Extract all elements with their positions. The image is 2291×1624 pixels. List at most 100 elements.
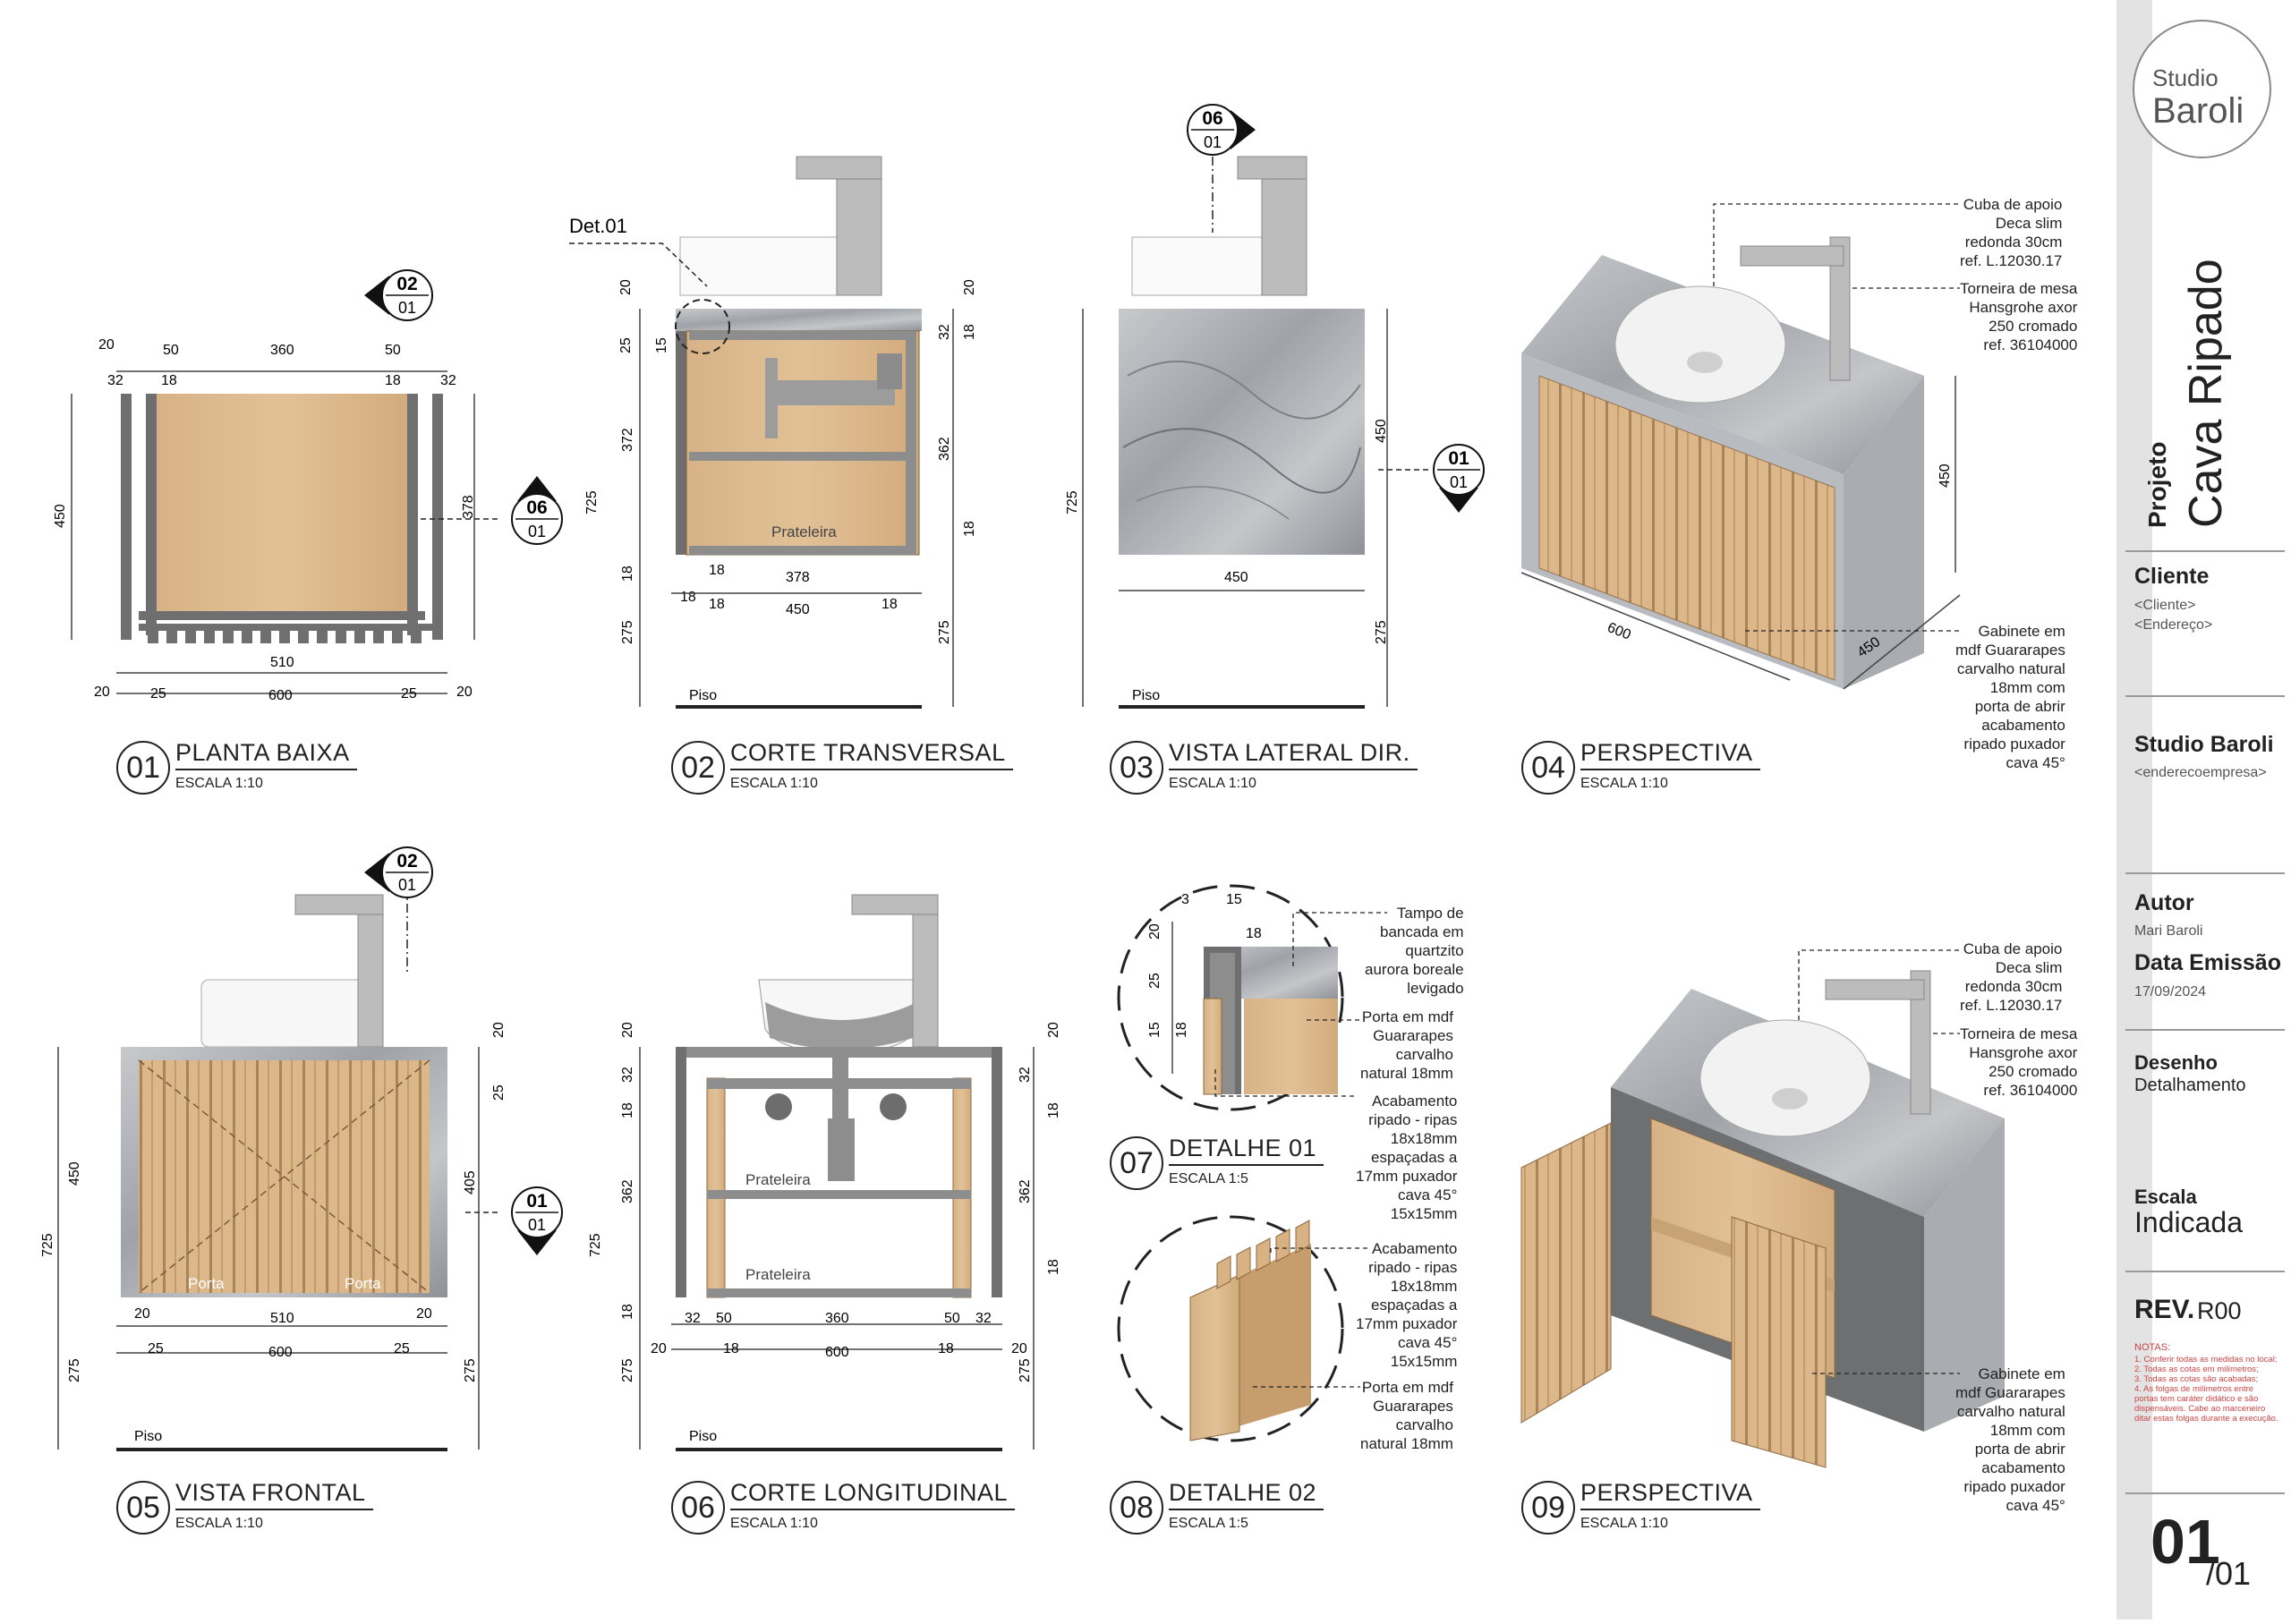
nota-item: 1. Conferir todas as medidas no local; [2134, 1355, 2278, 1365]
dim-v02-275b: 275 [937, 620, 952, 644]
view-name: VISTA FRONTAL [175, 1479, 373, 1510]
nota-item: 4. As folgas de milímetros entre [2134, 1384, 2254, 1394]
view-number: 04 [1521, 741, 1575, 795]
dim-v07-25: 25 [1147, 973, 1163, 989]
dim-v06-18e: 18 [723, 1341, 739, 1356]
view-04-perspectiva: 600 450 450 [1520, 203, 1961, 690]
marker-bottom: 01 [528, 523, 546, 540]
label-porta-v05a: Porta [188, 1275, 225, 1292]
dim-v07-15b: 15 [1147, 1022, 1163, 1038]
dim-v01-18b: 18 [385, 373, 401, 388]
view-09-perspectiva [1520, 949, 2005, 1468]
dim-v01-600: 600 [268, 688, 293, 703]
cliente-endereco: <Endereço> [2134, 617, 2213, 633]
view-scale: ESCALA 1:5 [1169, 1516, 1248, 1531]
view-08-detalhe-02 [1117, 1215, 1369, 1442]
dim-v05-275: 275 [67, 1358, 82, 1382]
view-name: PERSPECTIVA [1580, 1479, 1760, 1510]
dim-v06-18d: 18 [1046, 1259, 1061, 1275]
note-gabinete-v09: Gabinete em mdf Guararapes carvalho natu… [1955, 1365, 2065, 1514]
title-block-strip [2116, 0, 2152, 1620]
dim-v02-18f: 18 [709, 597, 725, 612]
notas-list: 1. Conferir todas as medidas no local;2.… [2134, 1355, 2287, 1424]
view-scale: ESCALA 1:10 [1169, 776, 1256, 791]
logo: Studio Baroli [2133, 20, 2271, 158]
dim-v02-32: 32 [937, 324, 952, 340]
dim-v06-50: 50 [716, 1311, 732, 1326]
dim-v02-362: 362 [937, 437, 952, 461]
view-scale: ESCALA 1:10 [1580, 1516, 1668, 1531]
slat-profile [373, 631, 384, 643]
dim-v07-18: 18 [1246, 926, 1262, 941]
dim-v06-32c: 32 [685, 1311, 701, 1326]
dim-v05-725: 725 [40, 1233, 55, 1257]
escala-value: Indicada [2134, 1206, 2243, 1238]
dim-v02-20: 20 [618, 279, 634, 295]
view-number: 07 [1110, 1136, 1163, 1190]
dim-v05-20c: 20 [416, 1306, 432, 1322]
dim-v03-275: 275 [1374, 620, 1389, 644]
dim-v06-362b: 362 [1018, 1179, 1033, 1203]
dim-v01-32b: 32 [440, 373, 456, 388]
empresa-name: Studio Baroli [2134, 732, 2274, 757]
dim-v01-25b: 25 [401, 686, 417, 701]
dim-v07-15: 15 [1226, 892, 1242, 907]
dim-v06-362: 362 [620, 1179, 635, 1203]
dim-v02-18d: 18 [709, 563, 725, 578]
autor-name: Mari Baroli [2134, 923, 2203, 939]
view-scale: ESCALA 1:10 [1580, 776, 1668, 791]
view-name: VISTA LATERAL DIR. [1169, 739, 1418, 770]
autor-label: Autor [2134, 890, 2194, 915]
view-scale: ESCALA 1:10 [175, 776, 263, 791]
notas-title: NOTAS: [2134, 1342, 2171, 1353]
label-piso-v02: Piso [689, 688, 717, 703]
dim-v01-25: 25 [150, 686, 166, 701]
dim-v06-18: 18 [620, 1102, 635, 1118]
dim-v06-32: 32 [620, 1067, 635, 1083]
projeto-label: Projeto [2143, 441, 2171, 528]
dim-v05-600: 600 [268, 1345, 293, 1360]
dim-v06-50b: 50 [944, 1311, 960, 1326]
dim-v01-510: 510 [270, 655, 294, 670]
dim-v01-50: 50 [163, 343, 179, 358]
dim-v05-20b: 20 [134, 1306, 150, 1322]
empresa-endereco: <enderecoempresa> [2134, 765, 2267, 780]
nota-item: ditar estas folgas durante a execução. [2134, 1414, 2278, 1424]
logo-line1: Studio [2152, 64, 2219, 91]
dim-v01-20d: 20 [456, 684, 473, 700]
title-block: Studio Baroli Projeto Cava Ripado Client… [2116, 0, 2291, 1620]
desenho-value: Detalhamento [2134, 1076, 2246, 1095]
marker-bottom: 01 [398, 299, 416, 317]
slat-profile [166, 631, 177, 643]
slat-tooth [1236, 1246, 1251, 1280]
view-name: DETALHE 02 [1169, 1479, 1324, 1510]
dim-v06-275: 275 [620, 1358, 635, 1382]
dim-v02-25: 25 [618, 337, 634, 353]
dim-v02-378: 378 [786, 570, 810, 585]
label-det01: Det.01 [569, 215, 627, 237]
nota-item: 2. Todas as cotas em milímetros; [2134, 1365, 2259, 1374]
dim-v01-20c: 20 [94, 684, 110, 700]
dim-v06-20d: 20 [1011, 1341, 1027, 1356]
marker-bottom: 01 [1450, 473, 1468, 491]
dim-v03-450: 450 [1224, 570, 1248, 585]
drawing-svg: 20 50 360 50 32 18 18 32 450 378 510 600… [40, 104, 2005, 1468]
dim-v07-3: 3 [1181, 892, 1189, 907]
dim-v03-450b: 450 [1374, 419, 1389, 443]
logo-line2: Baroli [2152, 91, 2244, 131]
note-porta-mdf-v07: Porta em mdf Guararapes carvalho natural… [1360, 1008, 1453, 1082]
dim-v05-275b: 275 [463, 1358, 478, 1382]
label-prateleira-v06a: Prateleira [745, 1171, 811, 1188]
marker-top: 01 [1448, 448, 1469, 469]
view-number: 01 [116, 741, 170, 795]
dim-v01-32: 32 [107, 373, 123, 388]
dim-v02-15: 15 [654, 337, 669, 353]
view-03-vista-lateral: Piso 450 725 450 275 [1065, 156, 1432, 709]
dim-v06-18b: 18 [620, 1304, 635, 1320]
